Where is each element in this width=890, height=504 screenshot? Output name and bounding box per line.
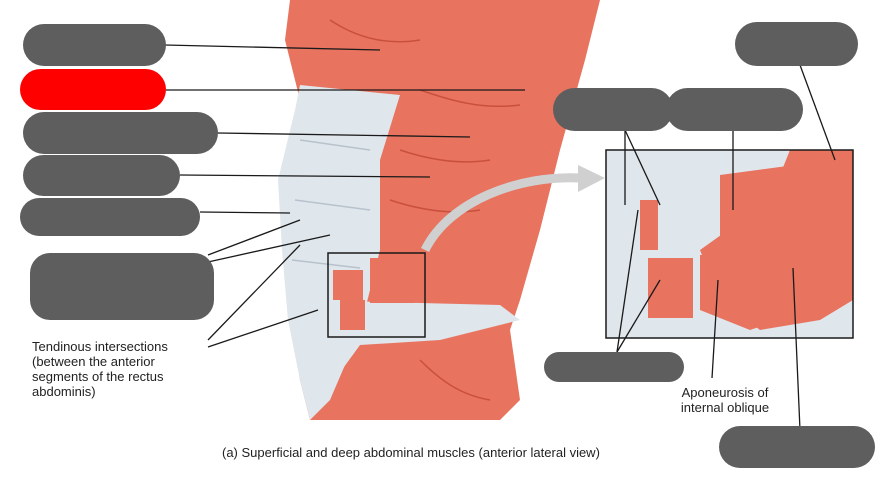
blank-label-4[interactable]: [23, 155, 180, 196]
blank-label-8[interactable]: [553, 88, 673, 131]
blank-label-11[interactable]: [719, 426, 875, 468]
blank-label-2-highlighted[interactable]: [20, 69, 166, 110]
tendinous-line-1: Tendinous intersections: [32, 339, 232, 354]
aponeurosis-line-1: Aponeurosis of: [665, 385, 785, 400]
blank-label-9[interactable]: [666, 88, 803, 131]
tendinous-line-4: abdominis): [32, 384, 232, 399]
tendinous-line-3: segments of the rectus: [32, 369, 232, 384]
zoom-inset: [606, 150, 853, 338]
aponeurosis-label: Aponeurosis of internal oblique: [665, 385, 785, 415]
blank-label-6[interactable]: [30, 253, 214, 320]
blank-label-10[interactable]: [544, 352, 684, 382]
aponeurosis-line-2: internal oblique: [665, 400, 785, 415]
figure-caption: (a) Superficial and deep abdominal muscl…: [222, 445, 702, 460]
tendinous-line-2: (between the anterior: [32, 354, 232, 369]
blank-label-3[interactable]: [23, 112, 218, 154]
blank-label-5[interactable]: [20, 198, 200, 236]
tendinous-intersections-label: Tendinous intersections (between the ant…: [32, 339, 232, 399]
blank-label-7[interactable]: [735, 22, 858, 66]
blank-label-1[interactable]: [23, 24, 166, 66]
